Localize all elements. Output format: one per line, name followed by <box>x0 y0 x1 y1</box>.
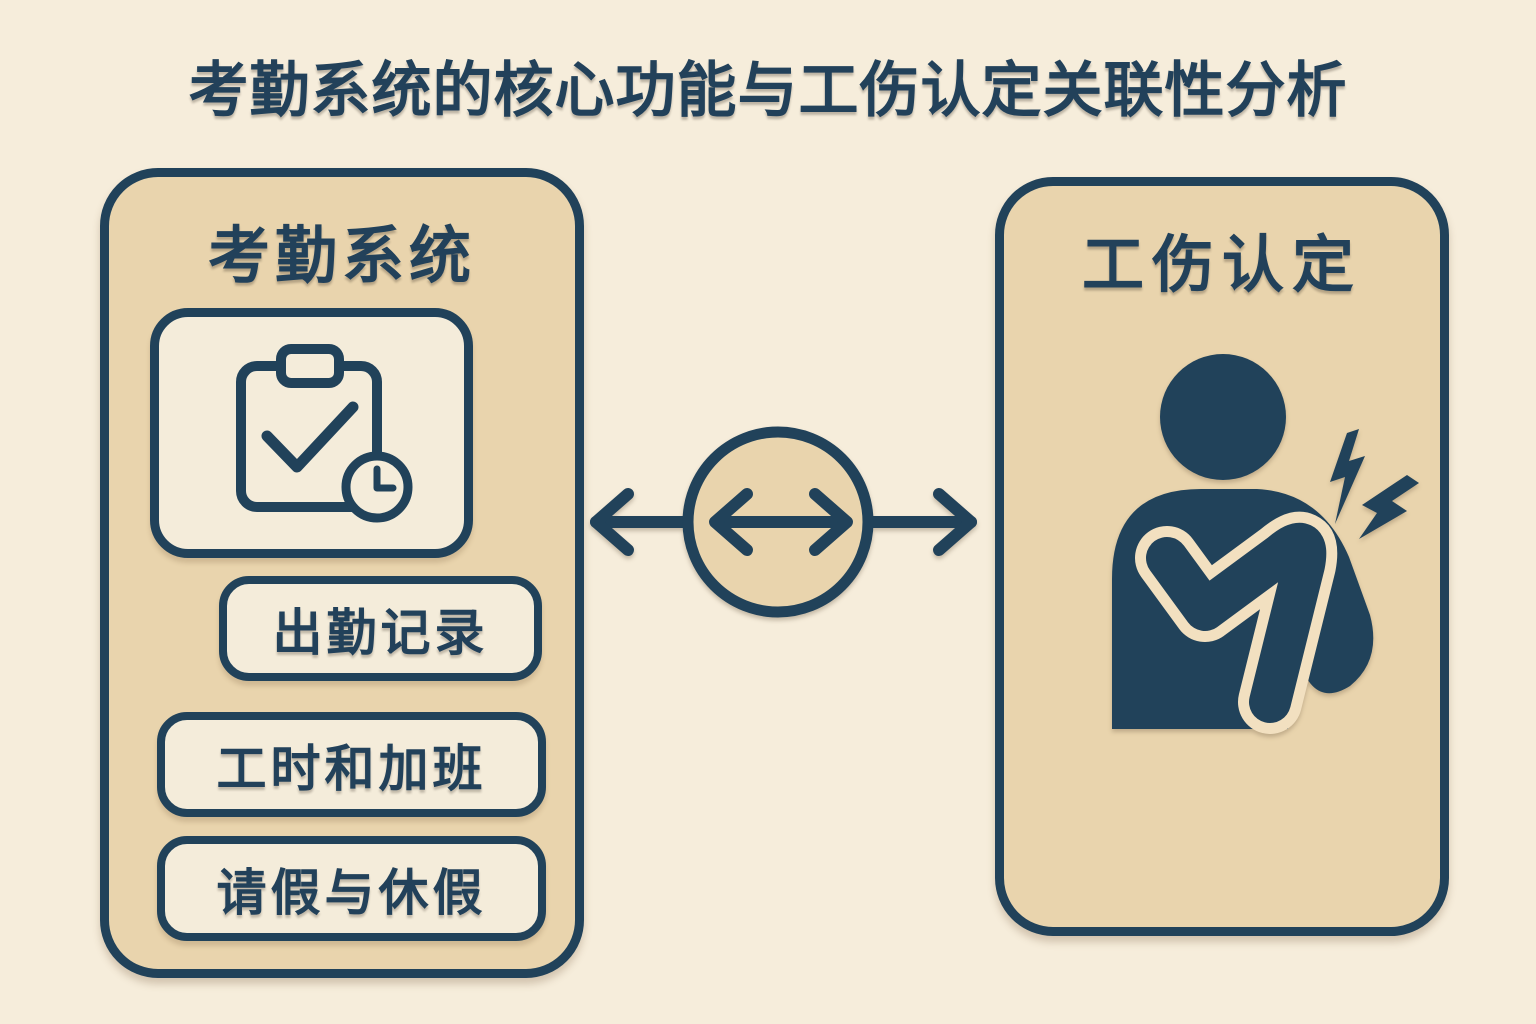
person-back-pain-icon <box>1112 354 1419 734</box>
lightning-bolt-icon <box>1330 429 1365 524</box>
feature-label: 工时和加班 <box>216 740 487 797</box>
feature-working-hours-overtime: 工时和加班 <box>157 712 546 817</box>
arrowhead-left-icon <box>590 488 634 556</box>
arrowhead-right-icon <box>933 488 977 556</box>
attendance-panel-title: 考勤系统 <box>207 222 476 291</box>
double-arrow-icon <box>709 488 853 556</box>
person-arm <box>1135 512 1338 734</box>
feature-attendance-records: 出勤记录 <box>219 576 542 681</box>
feature-label: 请假与休假 <box>216 864 487 921</box>
page-title: 考勤系统的核心功能与工伤认定关联性分析 <box>188 57 1348 124</box>
feature-leave-vacation: 请假与休假 <box>157 836 546 941</box>
injury-panel-title: 工伤认定 <box>1081 231 1362 300</box>
injury-recognition-panel: 工伤认定 <box>995 177 1449 936</box>
bidirectional-arrow-icon <box>590 426 977 618</box>
clock-icon <box>341 451 413 523</box>
clipboard-check-clock-icon <box>236 344 413 523</box>
attendance-system-panel: 考勤系统 出勤记录 工时和加班 请假与休假 <box>100 168 584 978</box>
check-icon <box>261 401 359 473</box>
lightning-bolt-icon <box>1359 475 1419 539</box>
clipboard-card <box>150 308 473 558</box>
feature-label: 出勤记录 <box>272 604 489 661</box>
person-head <box>1160 354 1286 480</box>
